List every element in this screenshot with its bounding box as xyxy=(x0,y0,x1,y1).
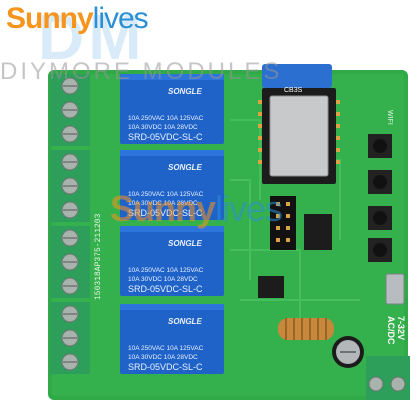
relay-3-rating-1: 10A 250VAC 10A 125VAC xyxy=(128,267,204,274)
terminal-block-4 xyxy=(50,302,90,374)
capacitor xyxy=(332,336,364,368)
relay-1-rating-2: 10A 30VDC 10A 28VDC xyxy=(128,124,198,131)
power-label-1: AC/DC xyxy=(386,316,396,345)
brand-center-sunny: Sunny xyxy=(110,188,216,229)
board-id: 150318AP375-211203 xyxy=(94,213,103,300)
ic-chip xyxy=(304,214,332,250)
terminal-block-2 xyxy=(50,150,90,222)
relay-4-rating-2: 10A 30VDC 10A 28VDC xyxy=(128,354,198,361)
chip-label: CB3S xyxy=(284,87,303,94)
relay-1-rating-1: 10A 250VAC 10A 125VAC xyxy=(128,115,204,122)
relay-2-rating-1: 10A 250VAC 10A 125VAC xyxy=(128,191,204,198)
relay-2-brand: SONGLE xyxy=(168,163,202,172)
regulator-chip xyxy=(258,276,284,298)
brand-logo-top: Sunnylives xyxy=(6,2,149,36)
relay-2-rating-2: 10A 30VDC 10A 28VDC xyxy=(128,200,198,207)
terminal-block-3 xyxy=(50,226,90,298)
relay-1-brand: SONGLE xyxy=(168,87,202,96)
coil xyxy=(278,318,334,340)
relay-4-brand: SONGLE xyxy=(168,317,202,326)
power-terminal xyxy=(366,356,410,400)
relay-1-model: SRD-05VDC-SL-C xyxy=(128,132,203,142)
relay-3: SONGLE 10A 250VAC 10A 125VAC 10A 30VDC 1… xyxy=(120,226,224,296)
relay-3-model: SRD-05VDC-SL-C xyxy=(128,284,203,294)
push-button-4 xyxy=(368,238,392,262)
wifi-label: WIFI xyxy=(386,110,393,125)
relay-1: SONGLE 10A 250VAC 10A 125VAC 10A 30VDC 1… xyxy=(120,74,224,144)
wifi-module: CB3S xyxy=(258,64,340,184)
relay-3-rating-2: 10A 30VDC 10A 28VDC xyxy=(128,276,198,283)
relay-2-model: SRD-05VDC-SL-C xyxy=(128,208,203,218)
relay-4-model: SRD-05VDC-SL-C xyxy=(128,362,203,372)
terminal-block-1 xyxy=(50,74,90,146)
pin-header xyxy=(270,196,296,250)
brand-logo-center: Sunnylives xyxy=(110,188,283,230)
brand-sunny: Sunny xyxy=(6,2,94,35)
dm-watermark: DM xyxy=(38,1,146,73)
push-button-2 xyxy=(368,170,392,194)
diymore-watermark: DIYMORE MODULES xyxy=(0,58,283,85)
brand-lives: lives xyxy=(92,2,149,35)
push-button-1 xyxy=(368,134,392,158)
push-button-3 xyxy=(368,206,392,230)
usb-port xyxy=(385,273,405,305)
brand-center-lives: lives xyxy=(215,188,283,229)
relay-3-brand: SONGLE xyxy=(168,239,202,248)
relay-4: SONGLE 10A 250VAC 10A 125VAC 10A 30VDC 1… xyxy=(120,304,224,374)
power-label-2: 7-32V xyxy=(396,316,406,340)
relay-4-rating-1: 10A 250VAC 10A 125VAC xyxy=(128,345,204,352)
relay-2: SONGLE 10A 250VAC 10A 125VAC 10A 30VDC 1… xyxy=(120,150,224,220)
